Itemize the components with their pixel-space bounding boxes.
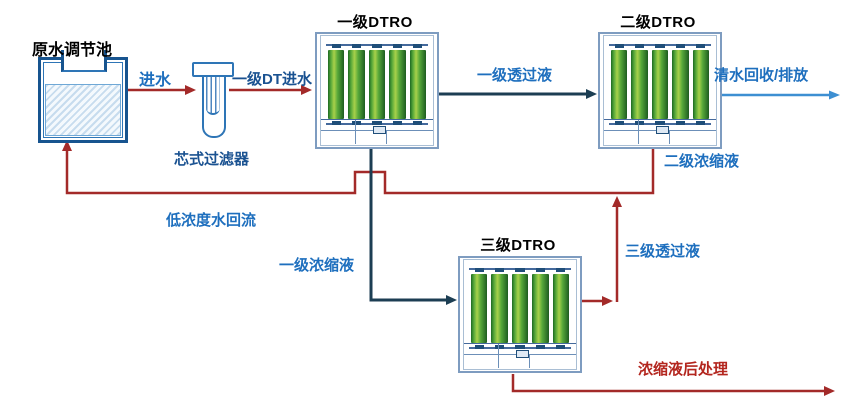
dtro-stage1-title: 一级DTRO bbox=[337, 14, 413, 31]
stage2-concentrate-label: 二级浓缩液 bbox=[664, 153, 740, 170]
membrane-tube bbox=[471, 268, 488, 349]
valve-icon bbox=[515, 350, 529, 358]
membrane-tubes bbox=[326, 44, 428, 125]
module-frame bbox=[603, 35, 717, 146]
stage1-concentrate-label: 一级浓缩液 bbox=[279, 257, 355, 274]
membrane-tube bbox=[672, 44, 689, 125]
module-skid bbox=[464, 343, 576, 368]
cartridge-filter-label: 芯式过滤器 bbox=[174, 151, 250, 168]
cartridge-filter-cap-icon bbox=[192, 62, 234, 77]
membrane-tube bbox=[631, 44, 648, 125]
membrane-tube bbox=[692, 44, 710, 125]
clean-water-arrow bbox=[718, 90, 840, 100]
concentrate-post-arrow bbox=[511, 374, 835, 396]
valve-icon bbox=[655, 126, 669, 134]
stage1-concentrate-arrow bbox=[369, 145, 457, 305]
clean-water-label: 清水回收/排放 bbox=[714, 67, 809, 84]
membrane-tube bbox=[348, 44, 365, 125]
raw-water-tank-label: 原水调节池 bbox=[32, 42, 113, 59]
dtro-stage1-module bbox=[315, 32, 439, 149]
membrane-tube bbox=[511, 268, 529, 349]
stage1-feed-arrow bbox=[229, 85, 312, 95]
stage1-feed-label: 一级DT进水 bbox=[232, 71, 312, 88]
membrane-tubes bbox=[609, 44, 711, 125]
feed-arrow bbox=[125, 85, 196, 95]
stage3-permeate-label: 三级透过液 bbox=[625, 243, 701, 260]
low-concentration-return-label: 低浓度水回流 bbox=[166, 212, 257, 229]
module-skid bbox=[604, 119, 716, 144]
membrane-tube bbox=[532, 268, 549, 349]
raw-water-tank bbox=[38, 50, 128, 143]
cartridge-filter-element-icon bbox=[206, 77, 220, 115]
concentrate-post-treatment-label: 浓缩液后处理 bbox=[638, 361, 729, 378]
valve-icon bbox=[372, 126, 386, 134]
dtro-stage2-module bbox=[598, 32, 722, 149]
membrane-tube bbox=[409, 44, 427, 125]
tank-water-fill bbox=[45, 84, 121, 136]
dtro-stage3-title: 三级DTRO bbox=[480, 237, 556, 254]
membrane-tube bbox=[552, 268, 570, 349]
membrane-tube bbox=[368, 44, 386, 125]
module-frame bbox=[320, 35, 434, 146]
stage3-permeate-arrow bbox=[578, 196, 622, 306]
module-frame bbox=[463, 259, 577, 370]
membrane-tube bbox=[651, 44, 669, 125]
membrane-tubes bbox=[469, 268, 571, 349]
stage1-permeate-label: 一级透过液 bbox=[477, 67, 553, 84]
membrane-tube bbox=[491, 268, 508, 349]
module-skid bbox=[321, 119, 433, 144]
membrane-tube bbox=[389, 44, 406, 125]
membrane-tube bbox=[328, 44, 345, 125]
dtro-stage2-title: 二级DTRO bbox=[620, 14, 696, 31]
feed-water-label: 进水 bbox=[139, 72, 172, 89]
membrane-tube bbox=[611, 44, 628, 125]
tank-inlet-notch bbox=[61, 50, 107, 72]
stage1-permeate-arrow bbox=[437, 89, 597, 99]
dtro-stage3-module bbox=[458, 256, 582, 373]
